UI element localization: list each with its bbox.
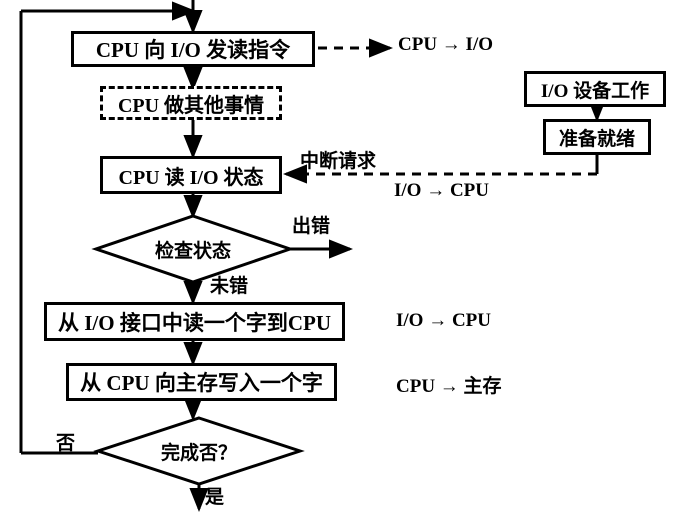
edge-label-interrupt-request: 中断请求 bbox=[300, 151, 377, 172]
edge-label-loop-yes: 是 bbox=[205, 487, 225, 508]
edge-label-io-to-cpu-transfer: I/O → CPU bbox=[396, 310, 491, 331]
node-ready[interactable]: 准备就绪 bbox=[543, 119, 651, 155]
edge-label-error: 出错 bbox=[292, 216, 331, 237]
edge-label-no-error: 未错 bbox=[210, 276, 249, 297]
node-write-word-from-cpu-to-memory[interactable]: 从 CPU 向主存写入一个字 bbox=[66, 363, 337, 401]
edge-label-io-to-cpu-interrupt: I/O → CPU bbox=[394, 180, 489, 201]
edge-label-loop-no: 否 bbox=[56, 433, 76, 454]
node-cpu-send-read-cmd[interactable]: CPU 向 I/O 发读指令 bbox=[71, 31, 315, 67]
node-check-status-label: 检查状态 bbox=[154, 240, 231, 262]
node-cpu-read-io-status[interactable]: CPU 读 I/O 状态 bbox=[100, 156, 282, 194]
node-read-word-from-io-to-cpu[interactable]: 从 I/O 接口中读一个字到CPU bbox=[44, 302, 345, 341]
edge-label-cpu-to-memory-transfer: CPU → 主存 bbox=[396, 376, 502, 397]
node-io-device-working[interactable]: I/O 设备工作 bbox=[524, 71, 666, 107]
node-cpu-do-other-things[interactable]: CPU 做其他事情 bbox=[100, 86, 282, 120]
edge-label-cpu-to-io: CPU → I/O bbox=[398, 34, 493, 55]
node-finished-label: 完成否？ bbox=[160, 442, 237, 464]
